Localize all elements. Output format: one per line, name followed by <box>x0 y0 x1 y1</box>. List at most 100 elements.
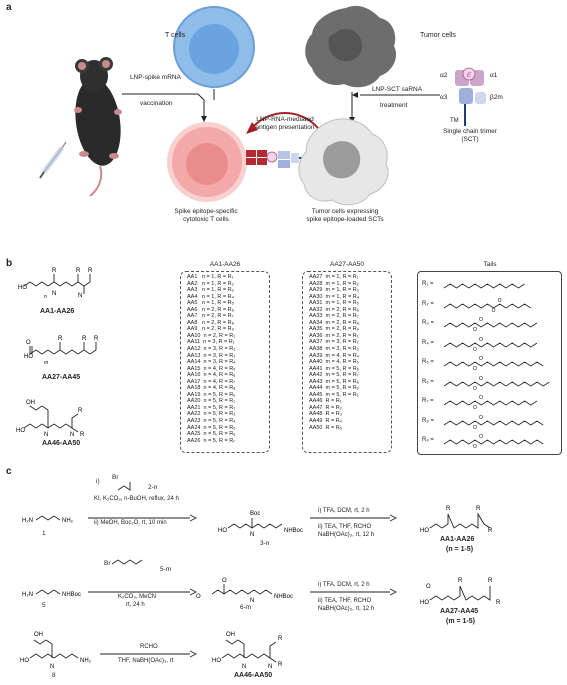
tail-label: R₅ = <box>422 359 434 365</box>
svg-text:O: O <box>473 444 477 450</box>
list2-entry: AA40 m = 4, R = R₅ <box>309 359 359 366</box>
list1-entry: AA26 n = 5, R = R₇ <box>187 437 236 444</box>
svg-text:R: R <box>488 578 493 584</box>
list1-entry: AA24 n = 5, R = R₅ <box>187 424 236 431</box>
svg-text:H₂N: H₂N <box>22 518 33 524</box>
list1-entry: AA22 n = 5, R = R₃ <box>187 411 236 418</box>
compound-8-label: 8 <box>52 672 56 679</box>
list1-entry: AA20 n = 5, R = R₁ <box>187 398 236 405</box>
svg-text:NH₂: NH₂ <box>62 518 74 524</box>
tumor-cells-label: Tumor cells <box>420 32 456 39</box>
svg-text:R: R <box>82 336 87 342</box>
tail-chain-icon: OO <box>443 298 532 314</box>
svg-text:HO: HO <box>218 528 227 534</box>
svg-text:N: N <box>250 598 254 604</box>
row3-reagent: RCHO <box>140 644 158 650</box>
svg-text:R: R <box>94 336 99 342</box>
svg-text:NHBoc: NHBoc <box>62 592 81 598</box>
alpha1-label: α1 <box>490 72 498 79</box>
row1-reductive-amination-2: NaBH(OAc)₃, rt, 12 h <box>318 532 375 538</box>
svg-text:NHBoc: NHBoc <box>284 528 303 534</box>
panel-a-illustration: E <box>39 5 486 206</box>
list2-entry: AA42 m = 5, R = R₇ <box>309 372 359 379</box>
lnp-sct-label-1: LNP-SCT saRNA <box>372 86 423 93</box>
svg-text:OH: OH <box>34 632 43 638</box>
list1-entry: AA14 n = 3, R = R₄ <box>187 359 236 366</box>
ctl-cell-icon <box>167 122 247 202</box>
svg-text:NHBoc: NHBoc <box>274 594 293 600</box>
list2-entry: AA49 R = R₄ <box>309 418 342 425</box>
tail-label: R₇ = <box>422 398 434 404</box>
svg-text:R: R <box>446 506 451 512</box>
list2-entry: AA35 m = 2, R = R₉ <box>309 326 359 333</box>
tail-chain-icon <box>443 283 525 289</box>
product-aa27-aa45: AA27-AA45 <box>440 608 479 615</box>
mouse-icon <box>74 57 122 197</box>
svg-text:O: O <box>473 405 477 411</box>
svg-text:HO: HO <box>420 528 429 534</box>
tails-title: Tails <box>483 261 497 268</box>
lnp-spike-label-1: LNP-spike mRNA <box>130 74 181 81</box>
b2m-label: β2m <box>490 94 503 101</box>
presentation-label-2: antigen presentation <box>255 124 315 131</box>
row1-condition-2: ii) MeOH, Boc₂O, rt, 10 min <box>94 520 167 526</box>
svg-text:Boc: Boc <box>250 511 260 517</box>
svg-text:OH: OH <box>26 400 35 406</box>
list2-entry: AA47 R = R₂ <box>309 404 342 411</box>
sct-label-2: (SCT) <box>461 136 479 143</box>
list2-entry: AA34 m = 2, R = R₈ <box>309 319 359 326</box>
tail-chain-icon: OO <box>443 415 544 431</box>
svg-text:O: O <box>26 340 31 346</box>
t-cell-icon <box>173 6 255 88</box>
tail-chain-icon: OO <box>443 337 538 353</box>
list1-entry: AA11 n = 3, R = R₁ <box>187 339 235 346</box>
svg-text:O: O <box>492 308 496 314</box>
list2-entry: AA31 m = 1, R = R₅ <box>309 300 359 307</box>
sct-molecule-icon <box>455 67 486 126</box>
tumor-sct-cell-icon <box>298 118 389 206</box>
svg-text:R: R <box>488 528 493 534</box>
epitope-label: E <box>467 72 472 79</box>
svg-text:R: R <box>476 506 481 512</box>
svg-text:HO: HO <box>24 354 33 360</box>
product-note-m: (m = 1-5) <box>446 618 475 625</box>
svg-text:n: n <box>44 294 47 300</box>
svg-text:N: N <box>44 432 48 438</box>
aa1-aa26-label: AA1-AA26 <box>40 308 75 315</box>
alpha2-label: α2 <box>440 72 448 79</box>
panel-b-structures: HO N N R R R n HO O R R R m OH HO N N R … <box>16 268 99 438</box>
list1-entry: AA8 n = 2, R = R₈ <box>187 319 234 326</box>
list1-entry: AA6 n = 2, R = R₆ <box>187 306 234 313</box>
list1-entry: AA5 n = 1, R = R₅ <box>187 300 234 307</box>
list1-entry: AA1 n = 1, R = R₁ <box>187 274 234 280</box>
panel-c-label: c <box>6 466 12 477</box>
ctl-label-1: Spike epitope-specific <box>174 208 238 215</box>
svg-text:N: N <box>242 664 246 670</box>
svg-text:OH: OH <box>226 632 235 638</box>
list2-entry: AA43 m = 5, R = R₈ <box>309 378 359 385</box>
svg-text:O: O <box>473 386 477 392</box>
list1-entry: AA12 n = 3, R = R₂ <box>187 346 236 353</box>
svg-text:N: N <box>268 664 272 670</box>
aa46-structure <box>23 405 79 433</box>
list2-entry: AA41 m = 5, R = R₆ <box>309 365 359 372</box>
svg-text:O: O <box>479 337 483 343</box>
reagent-br-2-label: Br <box>104 560 111 567</box>
svg-text:N: N <box>70 432 74 438</box>
alpha3-label: α3 <box>440 94 448 101</box>
svg-text:O: O <box>473 425 477 431</box>
tail-label: R₆ = <box>422 378 434 385</box>
lnp-spike-label-2: vaccination <box>140 100 173 107</box>
tail-label: R₁ = <box>422 281 434 287</box>
intermediate-6m-label: 6-m <box>240 604 252 611</box>
panel-a-label: a <box>6 2 12 13</box>
row1-deprotection: i) TFA, DCM, rt, 2 h <box>318 508 370 514</box>
list1-entry: AA3 n = 1, R = R₃ <box>187 287 234 294</box>
svg-text:HO: HO <box>212 658 221 664</box>
